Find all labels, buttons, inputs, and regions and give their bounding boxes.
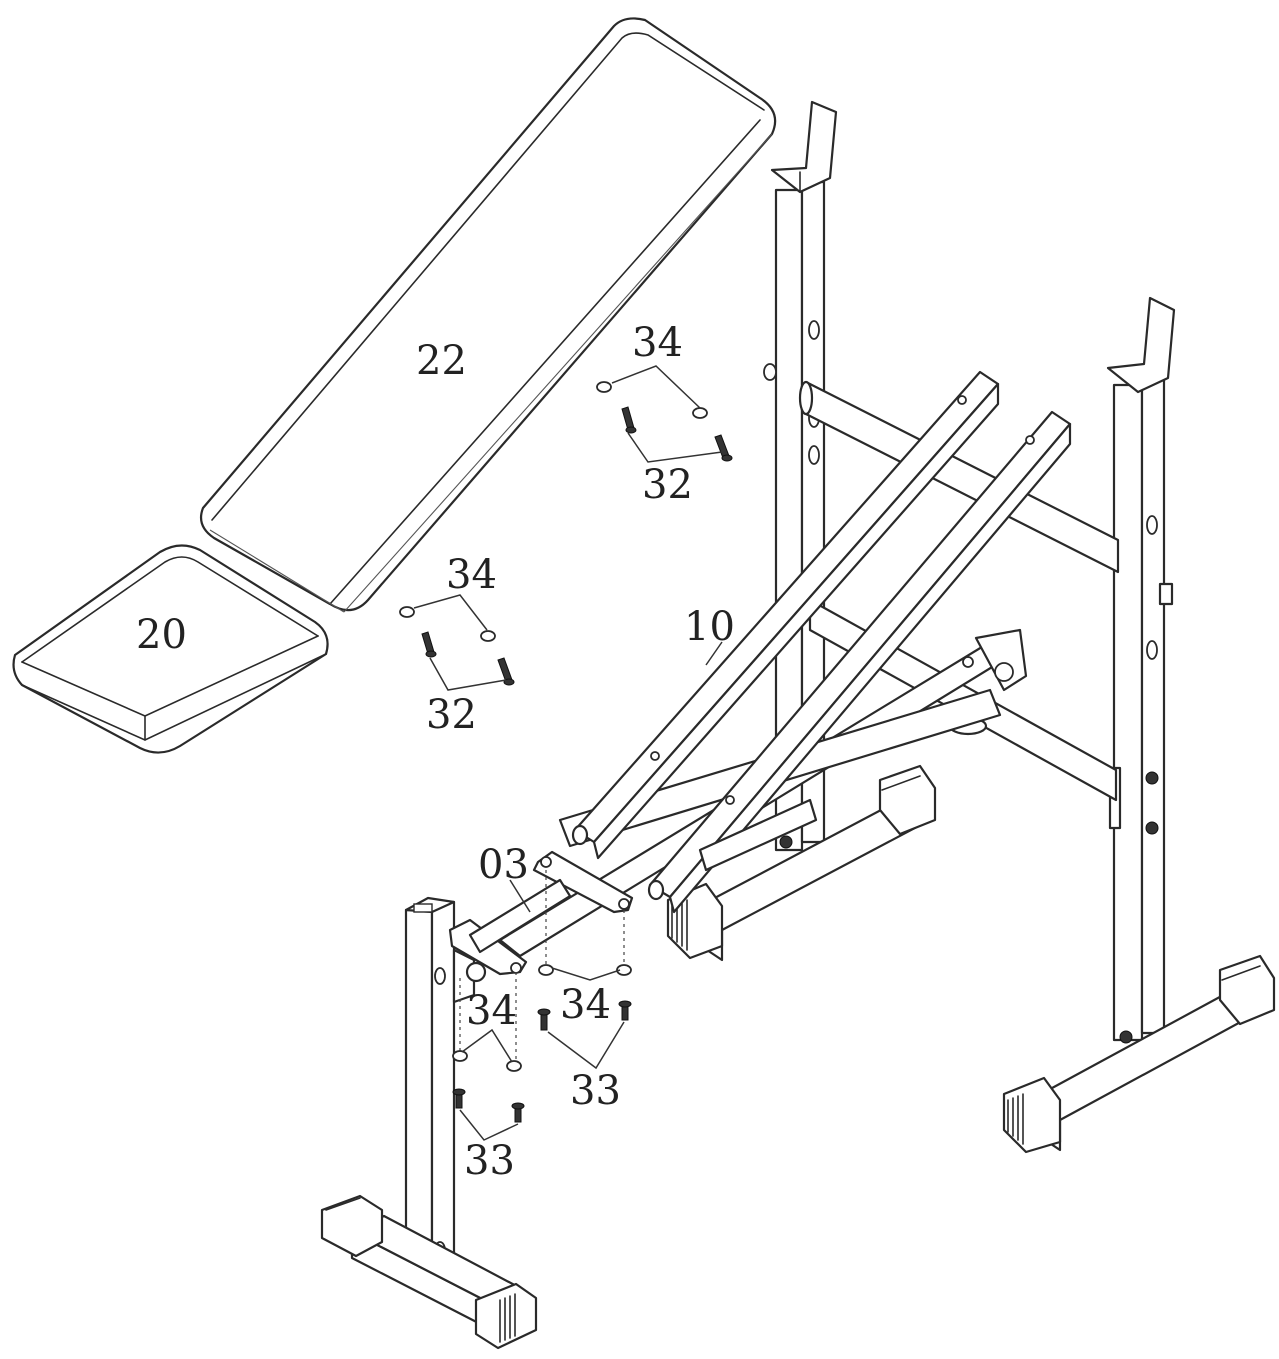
front-upright <box>404 878 572 1272</box>
bracket-leader <box>509 879 531 913</box>
rear-left-base <box>666 764 937 962</box>
label-front-bracket: 03 <box>478 842 529 888</box>
label-washer-top-right: 34 <box>632 320 683 366</box>
frame-leader <box>705 641 723 666</box>
fasteners-bottom-left <box>452 972 525 1141</box>
label-washer-bottom-center: 34 <box>560 982 611 1028</box>
front-bracket-plate <box>532 850 634 914</box>
backrest-pad <box>199 17 777 613</box>
label-bolt-bottom-left: 33 <box>464 1138 515 1184</box>
label-frame: 10 <box>684 604 735 650</box>
front-right-foot-cap <box>474 1282 538 1350</box>
fasteners-bottom-center <box>537 870 632 1070</box>
label-bolt-top-right: 32 <box>642 462 693 508</box>
rear-right-base <box>1002 954 1276 1154</box>
front-left-foot-cap <box>320 1194 384 1258</box>
label-bolt-bottom-center: 33 <box>570 1068 621 1114</box>
fasteners-top-right <box>596 365 733 463</box>
rear-right-foot-cap <box>1002 1076 1062 1154</box>
main-frame <box>498 370 1072 958</box>
label-backrest-pad: 22 <box>416 338 467 384</box>
front-base <box>320 1194 538 1350</box>
label-washer-bottom-left: 34 <box>466 988 517 1034</box>
seat-cushion <box>12 544 329 754</box>
label-seat-cushion: 20 <box>136 612 187 658</box>
label-washer-mid-left: 34 <box>446 552 497 598</box>
rear-left-upright <box>763 100 838 852</box>
label-bolt-mid-left: 32 <box>426 692 477 738</box>
fasteners-mid-left <box>399 594 515 691</box>
rear-right-upright <box>1106 296 1176 1044</box>
